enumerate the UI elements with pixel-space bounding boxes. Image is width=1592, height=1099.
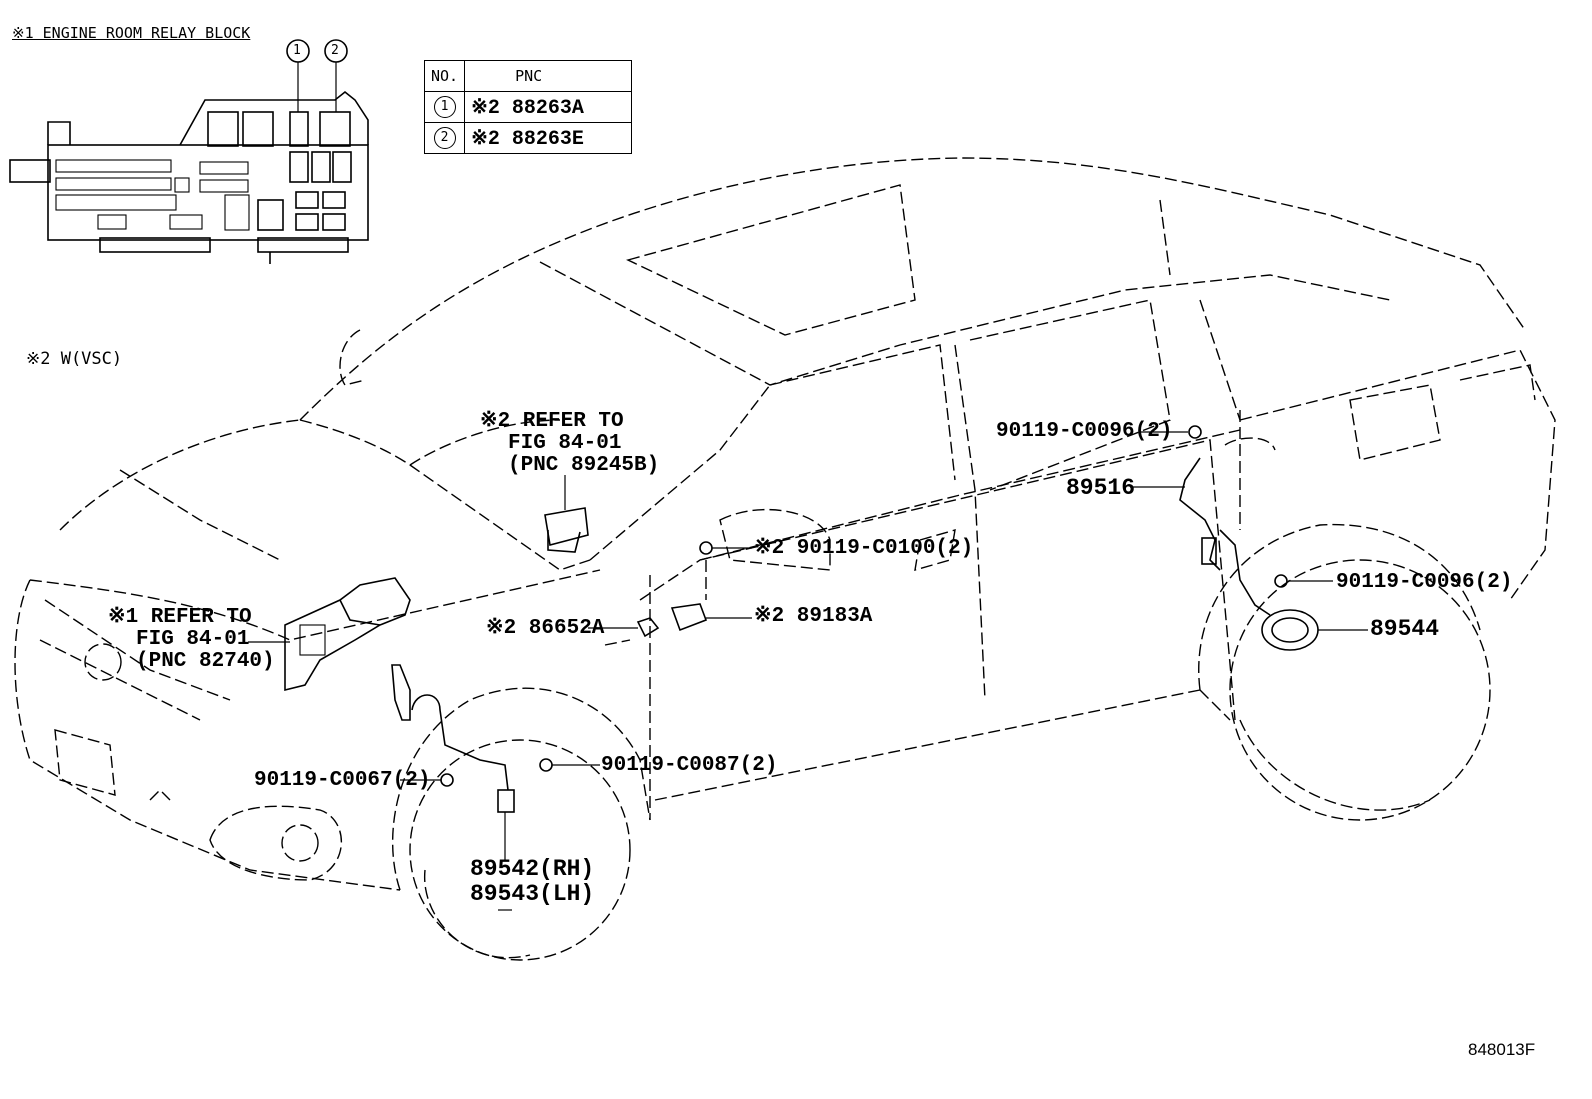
leader-lines (248, 410, 1368, 911)
label-bolt-rear-upper: 90119-C0096(2) (996, 420, 1173, 443)
figure-id: 848013F (1468, 1040, 1536, 1059)
label-bolt-front-right: 90119-C0087(2) (601, 754, 778, 777)
label-sensor-front-lh: 89543(LH) (470, 881, 595, 907)
pnc-table: NO. PNC 1 ※2 88263A 2 ※2 88263E (423, 60, 633, 154)
label-sensor-rear: 89516 (1066, 475, 1136, 501)
rear-speed-sensor-drawing (1179, 457, 1319, 651)
label-rotor-rear: 89544 (1370, 616, 1440, 642)
label-sensor-front-rh: 89542(RH) (470, 856, 595, 882)
relay-block-title: ※1 ENGINE ROOM RELAY BLOCK (12, 24, 251, 42)
refer-ecu-line3: (PNC 82740) (136, 650, 275, 673)
table-row: 1 ※2 88263A (423, 91, 633, 123)
refer-yaw-line2: FIG 84-01 (508, 432, 622, 455)
row-no: 1 (433, 96, 456, 118)
label-bolt-center: ※2 90119-C0100(2) (754, 537, 974, 560)
header-pnc: PNC (464, 60, 633, 92)
label-bolt-front-left: 90119-C0067(2) (254, 769, 431, 792)
refer-ecu-line2: FIG 84-01 (136, 628, 250, 651)
label-bolt-rear-lower: 90119-C0096(2) (1336, 571, 1513, 594)
row-pnc: ※2 88263A (464, 91, 633, 123)
row-pnc: ※2 88263E (464, 122, 633, 154)
vsc-note: ※2 W(VSC) (26, 349, 123, 369)
header-no: NO. (423, 60, 466, 92)
ecu-drawing (284, 577, 411, 692)
pnc-table-header: NO. PNC (423, 60, 633, 92)
relay-block-drawing (9, 39, 369, 264)
front-speed-sensor-drawing (391, 664, 515, 813)
label-89183a: ※2 89183A (754, 605, 873, 628)
yaw-sensor-drawing (544, 475, 589, 553)
row-no: 2 (433, 127, 456, 149)
refer-ecu-line1: ※1 REFER TO (108, 606, 252, 629)
label-86652a: ※2 86652A (486, 617, 605, 640)
refer-yaw-line1: ※2 REFER TO (480, 410, 624, 433)
refer-yaw-line3: (PNC 89245B) (508, 454, 660, 477)
table-row: 2 ※2 88263E (423, 122, 633, 154)
car-body-outline (14, 157, 1556, 961)
relay-callout-2: 2 (331, 43, 339, 58)
relay-callout-1: 1 (293, 43, 301, 58)
